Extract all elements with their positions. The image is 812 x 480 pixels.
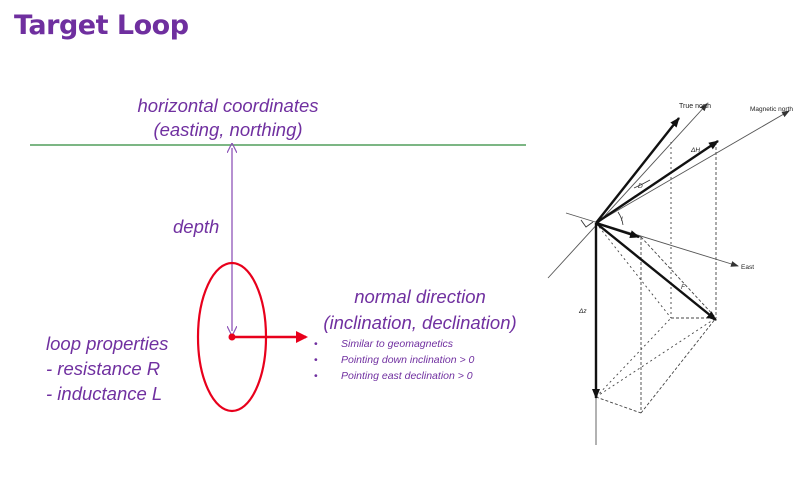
- normal-direction-label: normal direction: [354, 286, 486, 307]
- east-label: East: [741, 264, 754, 271]
- coords-label-line2: (easting, northing): [153, 119, 303, 140]
- magnetic-north-label: Magnetic north: [750, 106, 793, 113]
- declination-d-label: D: [638, 183, 643, 190]
- loop-properties-title: loop properties: [46, 333, 169, 354]
- normal-direction-params: (inclination, declination): [323, 312, 517, 333]
- geomagnetic-figure: [547, 103, 790, 445]
- convention-bullets: Similar to geomagnetics Pointing down in…: [314, 336, 474, 384]
- slide-title: Target Loop: [14, 10, 189, 41]
- depth-label: depth: [173, 216, 220, 237]
- inclination-i-label: I: [621, 217, 623, 223]
- bullet-item: Similar to geomagnetics: [314, 336, 474, 352]
- bullet-item: Pointing east declination > 0: [314, 368, 474, 384]
- delta-h-label: ΔH: [690, 147, 700, 154]
- bullet-item: Pointing down inclination > 0: [314, 352, 474, 368]
- total-field-f-label: F: [681, 284, 686, 291]
- true-north-label: True north: [679, 103, 711, 110]
- loop-property-resistance: - resistance R: [46, 358, 161, 379]
- coords-label-line1: horizontal coordinates: [137, 95, 319, 116]
- delta-z-label: Δz: [578, 308, 587, 315]
- loop-property-inductance: - inductance L: [46, 383, 163, 404]
